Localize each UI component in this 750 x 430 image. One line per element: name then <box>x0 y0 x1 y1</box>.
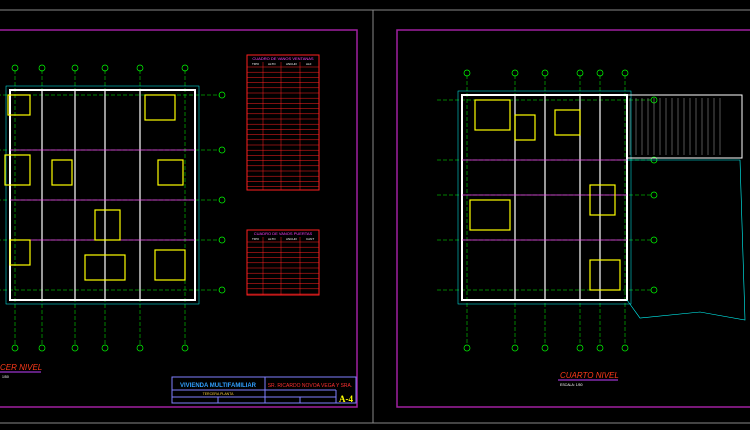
grid-bubble <box>218 236 226 244</box>
grid-bubble <box>101 344 109 352</box>
furniture <box>474 99 511 131</box>
windows-header-alto: ALTO <box>268 62 276 66</box>
grid-bubble <box>71 64 79 72</box>
doors-header-tipo: TIPO <box>252 237 260 241</box>
right-scale: ESCALA: 1/50 <box>560 383 583 387</box>
right-sheet-border <box>396 29 750 408</box>
owner-name: SR. RICARDO NOVOA VEGA Y SRA. <box>268 383 353 389</box>
grid-bubble <box>136 64 144 72</box>
left-floor-plan <box>0 64 226 352</box>
furniture <box>7 94 31 116</box>
furniture <box>9 239 31 266</box>
grid-bubble <box>136 344 144 352</box>
doors-table-title: CUADRO DE VANOS PUERTAS <box>254 231 313 236</box>
grid-bubble <box>650 236 658 244</box>
doors-header-cant: CANT <box>306 237 314 241</box>
grid-bubble <box>101 64 109 72</box>
furniture <box>469 199 511 231</box>
title-block: VIVIENDA MULTIFAMILIAR SR. RICARDO NOVOA… <box>171 376 357 404</box>
windows-header-ancho: ANCHO <box>286 62 298 66</box>
right-floor-plan <box>437 69 746 352</box>
windows-header-alf: ALF <box>306 62 312 66</box>
grid-bubble <box>576 69 584 77</box>
left-level-title: CER NIVEL <box>0 363 42 372</box>
grid-bubble <box>576 344 584 352</box>
windows-header-tipo: TIPO <box>252 62 260 66</box>
grid-bubble <box>511 344 519 352</box>
grid-bubble <box>541 344 549 352</box>
grid-bubble <box>181 344 189 352</box>
grid-bubble <box>621 344 629 352</box>
grid-bubble <box>596 344 604 352</box>
doors-header-alto: ALTO <box>268 237 276 241</box>
grid-bubble <box>38 344 46 352</box>
grid-bubble <box>38 64 46 72</box>
furniture <box>589 184 616 216</box>
grid-bubble <box>511 69 519 77</box>
windows-table: CUADRO DE VANOS VENTANAS TIPO ALTO ANCHO… <box>246 54 320 191</box>
roof-slab <box>626 94 743 159</box>
roof-outline <box>626 159 746 321</box>
grid-bubble <box>71 344 79 352</box>
doors-table: CUADRO DE VANOS PUERTAS TIPO ALTO ANCHO … <box>246 229 320 296</box>
grid-bubble <box>181 64 189 72</box>
grid-bubble <box>650 286 658 294</box>
furniture <box>84 254 126 281</box>
grid-bubble <box>218 196 226 204</box>
furniture <box>157 159 184 186</box>
grid-bubble <box>218 286 226 294</box>
sheet-number: A-4 <box>339 394 353 404</box>
right-level-title: CUARTO NIVEL <box>560 371 619 380</box>
grid-bubble <box>621 69 629 77</box>
dimension-outline <box>5 85 200 305</box>
grid-bubble <box>463 69 471 77</box>
furniture <box>51 159 73 186</box>
sheet-name: TERCERA PLANTA <box>203 392 235 396</box>
left-scale: 1/50 <box>2 375 9 379</box>
left-sheet-border <box>0 29 358 408</box>
dimension-outline <box>457 90 632 305</box>
grid-bubble <box>11 344 19 352</box>
project-name: VIVIENDA MULTIFAMILIAR <box>180 383 257 389</box>
windows-table-title: CUADRO DE VANOS VENTANAS <box>252 56 314 61</box>
furniture <box>4 154 31 186</box>
furniture <box>154 249 186 281</box>
grid-bubble <box>11 64 19 72</box>
furniture <box>589 259 621 291</box>
furniture <box>144 94 176 121</box>
grid-bubble <box>541 69 549 77</box>
furniture <box>94 209 121 241</box>
grid-bubble <box>463 344 471 352</box>
furniture <box>514 114 536 141</box>
grid-bubble <box>218 91 226 99</box>
grid-bubble <box>650 191 658 199</box>
grid-bubble <box>596 69 604 77</box>
exterior-wall <box>9 89 196 301</box>
furniture <box>554 109 581 136</box>
doors-header-ancho: ANCHO <box>286 237 298 241</box>
grid-bubble <box>218 146 226 154</box>
